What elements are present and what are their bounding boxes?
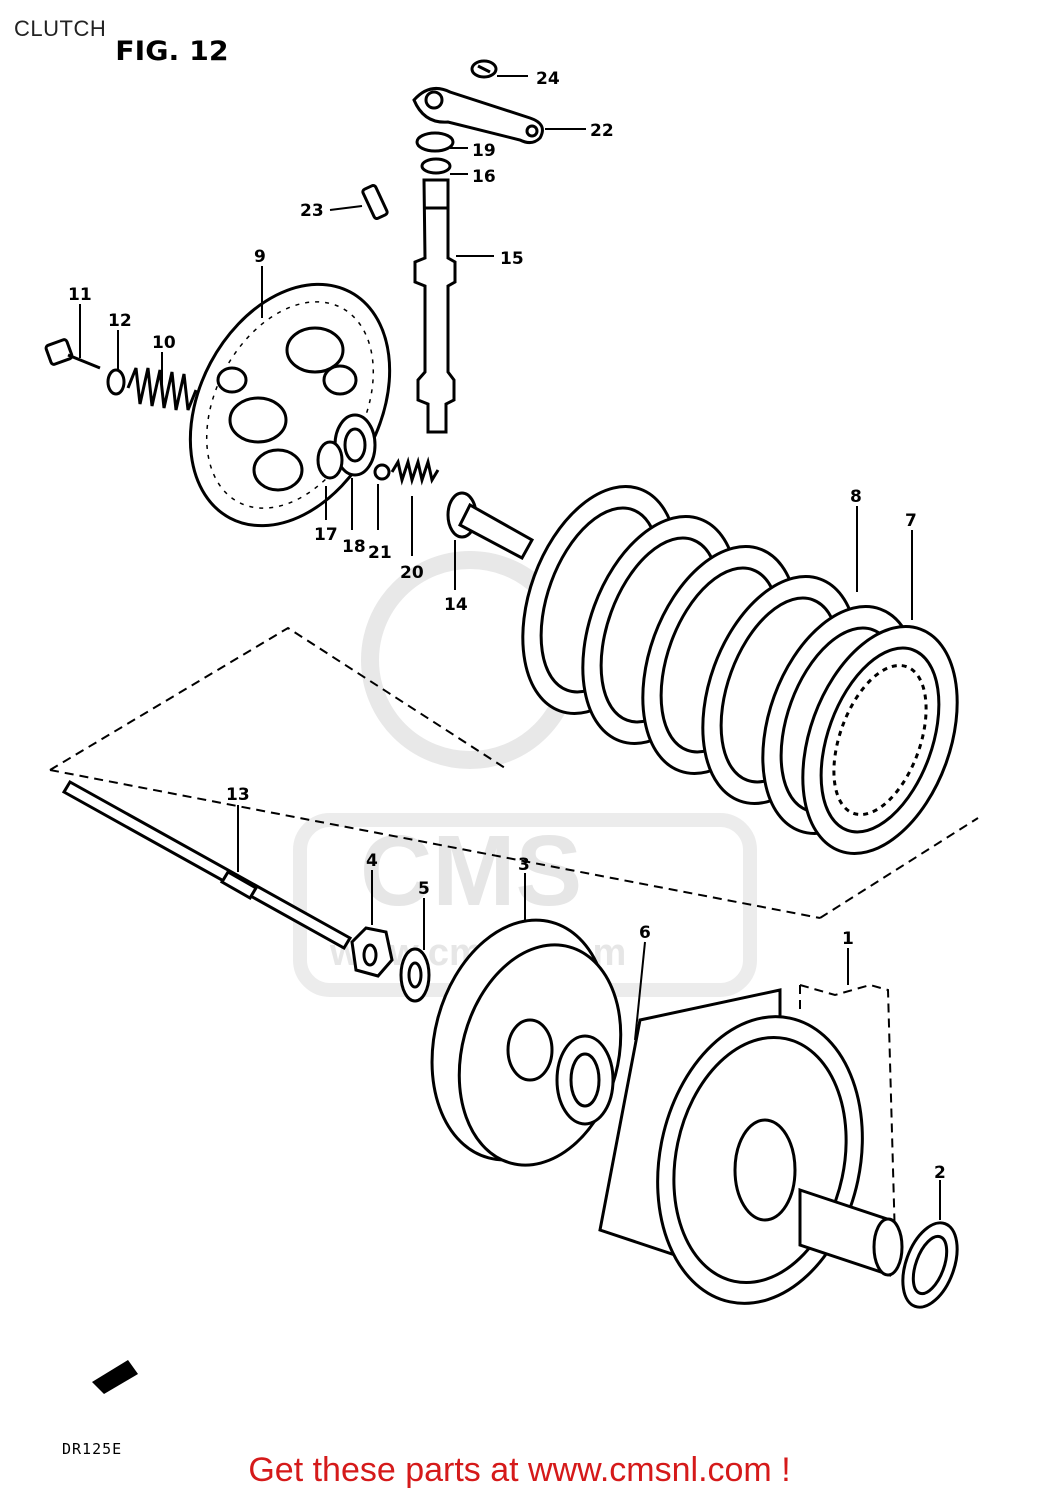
callout-6: 6 [639,923,651,943]
callout-11: 11 [68,285,92,305]
callout-12: 12 [108,311,132,331]
callout-16: 16 [472,167,496,187]
part-24-screw [470,59,498,79]
part-19-16-washers [415,131,455,175]
callout-17: 17 [314,525,338,545]
callout-18: 18 [342,537,366,557]
part-14-push-rod [446,491,535,561]
part-17-piece [316,440,344,480]
part-12-washer [106,368,126,396]
assembly-outline [49,626,979,1241]
part-20-push-piece [390,456,440,486]
callout-9: 9 [254,247,266,267]
model-code: DR125E [62,1440,123,1458]
front-arrow-icon [92,1360,138,1394]
figure-label: FIG. 12 [115,36,229,67]
part-21-ball [373,463,391,481]
watermark-brand: CMS [360,815,582,927]
callout-4: 4 [366,851,378,871]
callout-14: 14 [444,595,468,615]
leader-lines [79,75,941,1220]
part-22-lever [412,86,544,145]
callout-1: 1 [842,929,854,949]
part-6-washer [555,1034,615,1126]
part-4-nut [350,926,394,978]
callout-15: 15 [500,249,524,269]
callout-19: 19 [472,141,496,161]
part-5-washer [399,947,431,1003]
callout-10: 10 [152,333,176,353]
part-9-pressure-plate [188,282,392,528]
callout-24: 24 [536,69,560,89]
part-11-bolt [44,338,101,370]
callout-20: 20 [400,563,424,583]
callouts: 24 22 19 16 23 15 9 11 12 10 17 18 21 20… [68,69,946,1183]
callout-8: 8 [850,487,862,507]
callout-23: 23 [300,201,324,221]
part-15-release-shaft [413,178,457,434]
callout-7: 7 [905,511,917,531]
part-23-bolt [361,184,389,220]
callout-3: 3 [518,855,530,875]
part-13-push-rod [61,779,353,951]
page-title: CLUTCH [14,16,107,41]
part-7-8-clutch-plates [521,485,959,855]
callout-13: 13 [226,785,250,805]
part-1-clutch-housing [598,988,904,1305]
footer-link-text[interactable]: Get these parts at www.cmsnl.com ! [248,1451,791,1489]
callout-22: 22 [590,121,614,141]
callout-2: 2 [934,1163,946,1183]
callout-21: 21 [368,543,392,563]
callout-5: 5 [418,879,430,899]
part-2-thrust-washer [901,1221,959,1309]
part-18-bearing [333,413,377,477]
